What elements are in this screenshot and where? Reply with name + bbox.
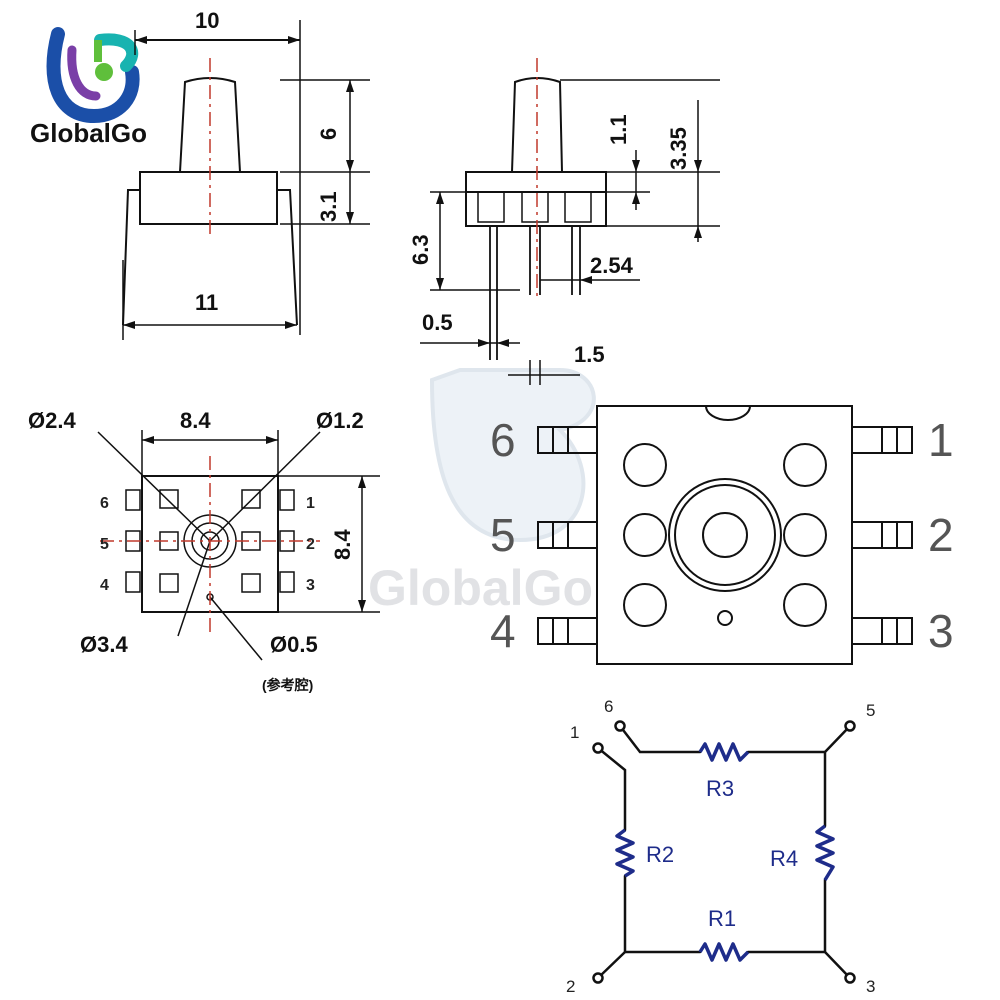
bottom-pin-2: 2: [306, 536, 315, 553]
terminal-3-icon: [844, 972, 856, 984]
schem-node-6: 6: [604, 697, 613, 716]
dim-pin-spacing: 1.5: [574, 342, 605, 367]
bottom-pin-6: 6: [100, 495, 109, 512]
top-pin-1: 1: [928, 414, 954, 466]
bottom-pin-4: 4: [100, 577, 109, 594]
schem-node-2: 2: [566, 977, 575, 996]
top-body: [596, 405, 853, 665]
logo-green-dot-icon: [95, 63, 113, 81]
logo-blue-arc-icon: [46, 27, 140, 124]
label-r1: R1: [708, 906, 736, 931]
sensor-body: [139, 171, 278, 225]
brand-logo: GlobalGo: [30, 27, 147, 148]
schem-node-3: 3: [866, 977, 875, 996]
top-pin-3: 3: [928, 605, 954, 657]
top-pin-5: 5: [490, 509, 516, 561]
resistor-r1: [698, 942, 750, 962]
label-r3: R3: [706, 776, 734, 801]
front-body: [465, 191, 607, 227]
front-body-top: [465, 171, 607, 193]
hole-2-4-label: Ø2.4: [28, 408, 76, 433]
dim-bottom-width: 11: [195, 290, 218, 315]
top-pin-6: 6: [490, 414, 516, 466]
side-view: [122, 20, 370, 340]
logo-purple-arc-icon: [67, 45, 101, 101]
label-r4: R4: [770, 846, 798, 871]
dim-body-height: 3.1: [316, 191, 341, 222]
bottom-view: [97, 430, 380, 661]
bottom-pin-5: 5: [100, 536, 109, 553]
brand-name: GlobalGo: [30, 118, 147, 148]
dim-3-35: 3.35: [666, 127, 691, 170]
resistor-r4: [815, 824, 835, 881]
logo-green-bar-icon: [94, 40, 102, 62]
wire-top-left: [618, 724, 702, 754]
hole-1-2-label: Ø1.2: [316, 408, 364, 433]
reference-cavity-note: (参考腔): [262, 677, 313, 693]
watermark-logo-icon: [429, 368, 596, 543]
wire-right-upper: [823, 724, 852, 828]
wire-node2: [596, 874, 627, 980]
bottom-height-label: 8.4: [330, 529, 355, 560]
dim-1-1: 1.1: [606, 114, 631, 145]
watermark-text: GlobalGo: [368, 560, 593, 616]
orientation-notch: [705, 405, 751, 421]
terminal-5-icon: [844, 720, 856, 732]
terminal-6-icon: [614, 720, 626, 732]
bridge-schematic: [596, 724, 852, 980]
hole-0-5-label: Ø0.5: [270, 632, 318, 657]
dim-6-3: 6.3: [408, 234, 433, 265]
bottom-pin-3: 3: [306, 577, 315, 594]
schem-node-5: 5: [866, 701, 875, 720]
wire-bottom-right: [746, 950, 852, 980]
logo-teal-arc-icon: [94, 33, 139, 72]
terminal-1-icon: [592, 742, 604, 754]
bottom-width-label: 8.4: [180, 408, 211, 433]
dim-pitch: 2.54: [590, 253, 634, 278]
schematic-terminals: [592, 720, 856, 984]
bottom-pin-1: 1: [306, 495, 315, 512]
resistor-r2: [615, 828, 635, 878]
top-pin-2: 2: [928, 509, 954, 561]
top-pin-4: 4: [490, 605, 516, 657]
resistor-r3: [698, 742, 750, 762]
terminal-2-icon: [592, 972, 604, 984]
schem-node-1: 1: [570, 723, 579, 742]
top-view: [537, 405, 913, 665]
right-pin: [277, 189, 298, 326]
watermark: GlobalGo: [368, 368, 596, 616]
resistors: [615, 742, 835, 962]
label-r2: R2: [646, 842, 674, 867]
front-view: [420, 58, 720, 385]
dim-tube-height: 6: [316, 128, 341, 140]
dim-pin-width: 0.5: [422, 310, 453, 335]
left-pin: [122, 189, 140, 326]
wire-node1: [596, 746, 627, 832]
dim-top-width: 10: [195, 8, 219, 33]
hole-3-4-label: Ø3.4: [80, 632, 128, 657]
